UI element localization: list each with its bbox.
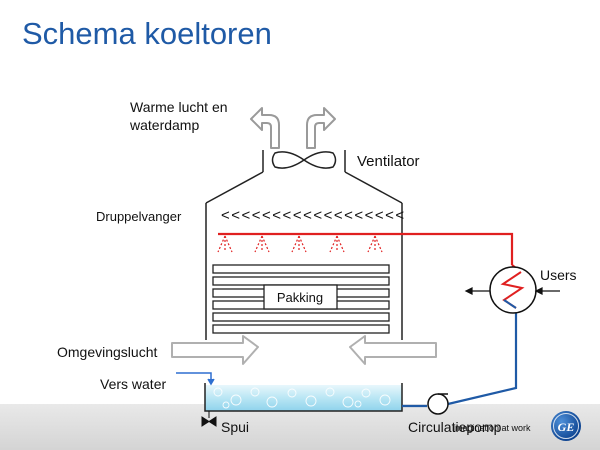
footer-tagline: imagination at work xyxy=(453,423,531,433)
ge-logo-text: GE xyxy=(558,420,575,434)
spray-nozzle xyxy=(367,235,383,253)
packing-label-box xyxy=(263,284,338,310)
exhaust-arrow-right xyxy=(306,107,336,149)
spray-nozzle xyxy=(254,235,270,253)
exhaust-arrow-left xyxy=(250,107,280,149)
exhaust-label-line2: waterdamp xyxy=(129,117,199,133)
blowdown-valve-icon xyxy=(201,411,217,427)
fresh-water-line xyxy=(176,372,215,386)
heat-exchanger-icon xyxy=(489,266,537,314)
packing-label: Pakking xyxy=(277,290,323,305)
air-inlet-arrow-left xyxy=(171,335,259,365)
air-inlet-arrow-right xyxy=(349,335,437,365)
fresh-water-label: Vers water xyxy=(100,376,166,392)
users-flow-arrows xyxy=(464,287,560,295)
blowdown-label: Spui xyxy=(221,419,249,435)
spray-nozzle xyxy=(291,235,307,253)
fan-icon xyxy=(271,151,337,169)
drift-eliminator-chevrons: <<<<<<<<<<<<<<<<<< xyxy=(221,207,406,224)
slide-title: Schema koeltoren xyxy=(22,16,272,51)
circulation-pump-label: Circulatiepomp xyxy=(408,419,502,435)
ge-logo: GE xyxy=(551,411,581,441)
spray-nozzle xyxy=(329,235,345,253)
spray-nozzle xyxy=(217,235,233,253)
fan-label: Ventilator xyxy=(357,153,420,170)
basin-walls xyxy=(204,383,403,412)
spray-nozzles xyxy=(217,235,383,253)
basin-bubbles xyxy=(213,387,391,409)
users-label: Users xyxy=(540,267,577,283)
ambient-air-label: Omgevingslucht xyxy=(57,344,157,360)
drift-eliminator-label: Druppelvanger xyxy=(96,209,182,224)
cold-water-line xyxy=(402,308,518,408)
tower-body xyxy=(205,150,403,340)
exhaust-label-line1: Warme lucht en xyxy=(130,99,228,115)
water-basin xyxy=(205,385,402,411)
circulation-pump-icon xyxy=(427,393,449,415)
